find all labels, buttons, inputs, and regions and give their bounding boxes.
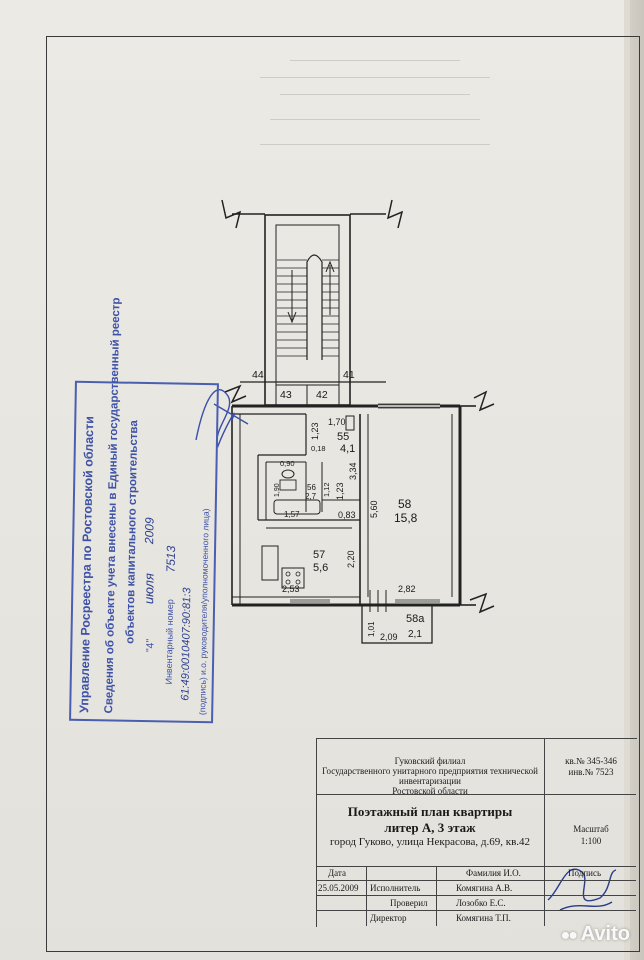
director-name: Комягина Т.П.	[456, 913, 511, 923]
dim-209: 2,09	[380, 632, 398, 642]
room-57-area: 5,6	[313, 562, 328, 574]
label-41: 41	[343, 369, 355, 381]
dim-282: 2,82	[398, 584, 416, 594]
avito-logo-icon: ●●	[560, 927, 578, 944]
stamp-signature	[195, 389, 249, 448]
document-subtitle: литер А, 3 этаж	[384, 820, 476, 835]
label-44: 44	[252, 369, 264, 381]
executor-date: 25.05.2009	[318, 883, 359, 893]
org-line1: Гуковский филиал	[394, 756, 466, 766]
room-58a-area: 2,1	[408, 629, 422, 640]
stamp-signature-caption: (подпись) и.о. руководителя/уполномоченн…	[197, 508, 211, 716]
area-56: 2,7	[305, 492, 317, 501]
org-line4: Ростовской области	[392, 786, 468, 796]
org-line3: инвентаризации	[399, 776, 461, 786]
header-date: Дата	[328, 868, 346, 878]
dim-101: 1,01	[367, 621, 376, 637]
address: город Гуково, улица Некрасова, д.69, кв.…	[329, 836, 531, 848]
room-55-area: 4,1	[340, 443, 355, 455]
dim-157: 1,57	[284, 510, 300, 519]
label-42: 42	[316, 389, 328, 401]
executor-name: Комягина А.В.	[456, 883, 513, 893]
header-name: Фамилия И.О.	[466, 868, 521, 878]
checker-name: Лозобко Е.С.	[456, 898, 506, 908]
stamp-line2: объектов капитального строительства	[124, 420, 141, 644]
document-title: Поэтажный план квартиры	[347, 804, 513, 819]
dim-123a: 1,23	[310, 422, 320, 440]
stamp-agency: Управление Росреестра по Ростовской обла…	[77, 415, 97, 714]
director-role: Директор	[370, 913, 407, 923]
room-58a-number: 58a	[406, 613, 425, 625]
stamp-inv-label: Инвентарный номер	[163, 599, 176, 685]
dim-253: 2,53	[282, 584, 300, 594]
dim-190: 1,90	[274, 483, 281, 497]
apartment-number: кв.№ 345-346	[565, 756, 617, 766]
dim-123b: 1,23	[335, 482, 345, 500]
dim-170: 1,70	[328, 417, 346, 427]
dim-083: 0,83	[338, 510, 356, 520]
director-signature	[547, 868, 617, 911]
paper-edge	[630, 0, 644, 960]
org-line2: Государственного унитарного предприятия …	[322, 766, 538, 776]
drawing-frame	[46, 36, 640, 952]
scale-label: Масштаб	[573, 824, 609, 834]
stamp-date-year: 2009	[142, 517, 157, 545]
registration-stamp: Управление Росреестра по Ростовской обла…	[69, 297, 219, 724]
inventory-number: инв.№ 7523	[568, 767, 614, 777]
stamp-date-day: "4"	[144, 638, 157, 653]
label-56: 56	[307, 483, 316, 492]
stamp-cad-value: 61:49:0010407:90:81:3	[179, 587, 194, 701]
room-58-number: 58	[398, 497, 412, 511]
checker-role: Проверил	[390, 898, 428, 908]
dim-560: 5,60	[369, 500, 379, 518]
room-55-number: 55	[337, 431, 349, 443]
room-57-number: 57	[313, 549, 325, 561]
dim-220: 2,20	[346, 550, 356, 568]
dim-112: 1,12	[322, 482, 331, 497]
watermark-text: Avito	[580, 923, 630, 945]
paper-shadow	[624, 0, 630, 960]
dim-090: 0,90	[280, 459, 295, 468]
room-58-area: 15,8	[394, 511, 418, 525]
stamp-date-month: июля	[141, 572, 157, 605]
stamp-inv-value: 7513	[163, 545, 179, 573]
title-block: Гуковский филиал Государственного унитар…	[316, 738, 637, 927]
dim-018: 0,18	[311, 444, 326, 453]
scale-value: 1:100	[580, 836, 602, 846]
label-43: 43	[280, 389, 292, 401]
avito-watermark: ●● Avito	[561, 923, 630, 946]
header-sign: Подпись	[568, 868, 602, 878]
bleed-through	[250, 44, 500, 174]
executor-role: Исполнитель	[370, 883, 421, 893]
dim-334: 3,34	[348, 462, 358, 480]
